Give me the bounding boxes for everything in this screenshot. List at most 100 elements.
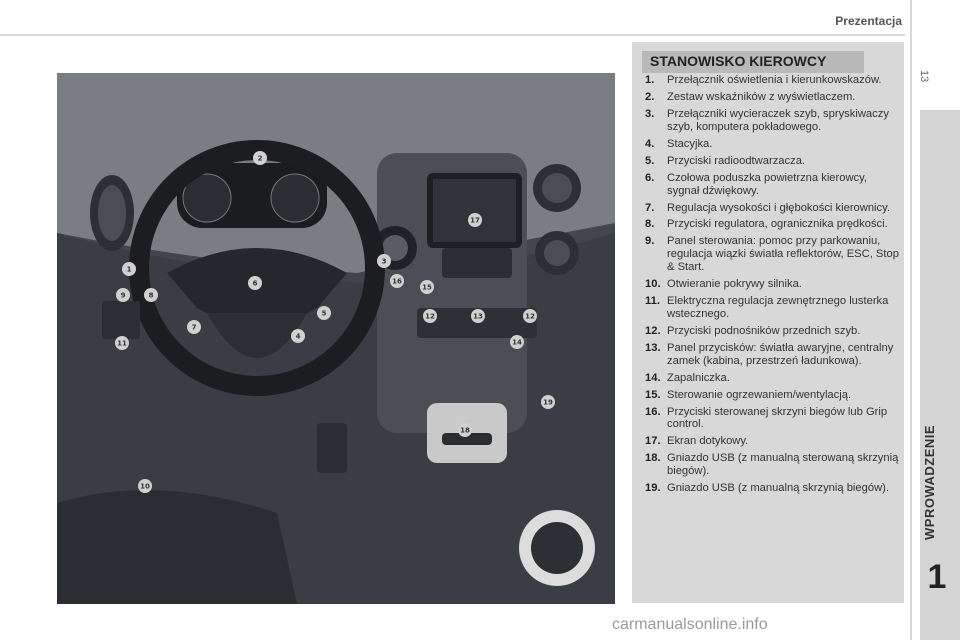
legend-item-text: Przyciski radioodtwarzacza. [667, 154, 806, 167]
callout-circle [541, 395, 555, 409]
callout-label: 14 [512, 339, 522, 347]
legend-item: 7. Regulacja wysokości i głębokości kiero… [645, 202, 900, 215]
legend-item: 13. Panel przycisków: światła awaryjne, c… [645, 342, 900, 368]
tab-divider [910, 0, 912, 640]
legend-item-text: Stacyjka. [667, 137, 713, 150]
legend-item-number: 9. [645, 235, 655, 248]
callout-label: 12 [525, 313, 535, 321]
legend-item: 11.Elektryczna regulacja zewnętrznego lu… [645, 295, 900, 321]
callout-marker: 19 [541, 395, 555, 409]
callout-marker: 12 [423, 309, 437, 323]
legend-item-text: Zestaw wskaźników z wyświetlaczem. [667, 90, 856, 103]
legend-item-number: 13. [645, 341, 661, 354]
watermark: carmanualsonline.info [612, 616, 768, 633]
callout-marker: 2 [253, 151, 267, 165]
right-gauge [270, 173, 320, 223]
callout-marker: 4 [291, 329, 305, 343]
legend-item-number: 12. [645, 324, 661, 337]
callout-label: 12 [425, 313, 435, 321]
pedal [317, 423, 347, 473]
legend-item: 14.Zapalniczka. [645, 372, 900, 385]
callout-label: 5 [322, 310, 327, 318]
legend-item: 18.Gniazdo USB (z manualną sterowaną skr… [645, 452, 900, 478]
callout-circle [291, 329, 305, 343]
callout-label: 15 [422, 284, 432, 292]
callout-label: 13 [473, 313, 483, 321]
legend-item-number: 10. [645, 278, 661, 291]
legend-item-text: Przyciski regulatora, ogranicznika prędk… [667, 218, 888, 231]
callout-label: 3 [382, 258, 387, 266]
legend-item-number: 14. [645, 371, 661, 384]
chapter-box [920, 110, 960, 640]
callout-marker: 17 [468, 213, 482, 227]
legend-item: 8. Przyciski regulatora, ogranicznika prę… [645, 218, 900, 231]
callout-marker: 7 [187, 320, 201, 334]
header-rule [0, 34, 905, 36]
left-gauge [182, 173, 232, 223]
callout-marker: 18 [458, 423, 472, 437]
callout-circle [458, 423, 472, 437]
legend-item-number: 3. [645, 107, 655, 120]
callout-label: 4 [296, 333, 301, 341]
callout-label: 19 [543, 399, 553, 407]
callout-label: 11 [117, 340, 127, 348]
legend-item-number: 8. [645, 218, 655, 231]
callout-circle [468, 213, 482, 227]
callout-circle [423, 309, 437, 323]
callout-circle [471, 309, 485, 323]
callout-circle [317, 306, 331, 320]
legend-panel [632, 42, 904, 603]
callout-marker: 3 [377, 254, 391, 268]
callout-marker: 15 [420, 280, 434, 294]
seat [57, 490, 297, 604]
legend-item-number: 5. [645, 154, 655, 167]
callout-label: 1 [127, 266, 132, 274]
callout-circle [116, 288, 130, 302]
legend-item: 12.Przyciski podnośników przednich szyb. [645, 325, 900, 338]
legend-item-text: Panel przycisków: światła awaryjne, cent… [667, 341, 894, 367]
climate-panel [442, 248, 512, 278]
legend-item: 9.Panel sterowania: pomoc przy parkowani… [645, 235, 900, 273]
legend-item-number: 15. [645, 388, 661, 401]
legend-item: 5. Przyciski radioodtwarzacza. [645, 155, 900, 168]
steering-wheel [129, 140, 385, 396]
callout-circle [390, 274, 404, 288]
callout-circle [144, 288, 158, 302]
callout-circle [122, 262, 136, 276]
legend-item: 4. Stacyjka. [645, 138, 900, 151]
running-header: Prezentacja [835, 14, 902, 28]
callout-circle [248, 276, 262, 290]
legend-item-text: Przełącznik oświetlenia i kierunkowskazó… [667, 74, 882, 86]
legend-item-number: 16. [645, 405, 661, 418]
callout-marker: 14 [510, 335, 524, 349]
callout-marker: 10 [138, 479, 152, 493]
callout-marker: 5 [317, 306, 331, 320]
callout-label: 7 [192, 324, 197, 332]
panel-title: STANOWISKO KIEROWCY [650, 53, 827, 69]
legend-item-number: 1. [645, 74, 655, 86]
chapter-tab: 13 WPROWADZENIE 1 [910, 0, 960, 640]
callout-label: 8 [149, 292, 154, 300]
callout-marker: 6 [248, 276, 262, 290]
callout-label: 9 [121, 292, 126, 300]
legend-item-number: 17. [645, 435, 661, 448]
legend-item-text: Przyciski sterowanej skrzyni biegów lub … [667, 405, 888, 431]
legend-item-text: Sterowanie ogrzewaniem/wentylacją. [667, 388, 852, 401]
legend-item-number: 11. [645, 295, 660, 308]
callout-label: 2 [258, 155, 263, 163]
legend-item: 1. Przełącznik oświetlenia i kierunkowska… [645, 74, 900, 87]
callout-marker: 11 [115, 336, 129, 350]
callout-circle [138, 479, 152, 493]
legend-item-text: Regulacja wysokości i głębokości kierown… [667, 201, 891, 214]
callout-marker: 13 [471, 309, 485, 323]
legend-item: 2.Zestaw wskaźników z wyświetlaczem. [645, 91, 900, 104]
callout-circle [115, 336, 129, 350]
legend-item-number: 7. [645, 201, 655, 214]
legend-item-number: 4. [645, 137, 655, 150]
callout-label: 18 [460, 427, 470, 435]
callout-circle [420, 280, 434, 294]
callout-label: 10 [140, 483, 150, 491]
switch-panel [417, 308, 537, 338]
